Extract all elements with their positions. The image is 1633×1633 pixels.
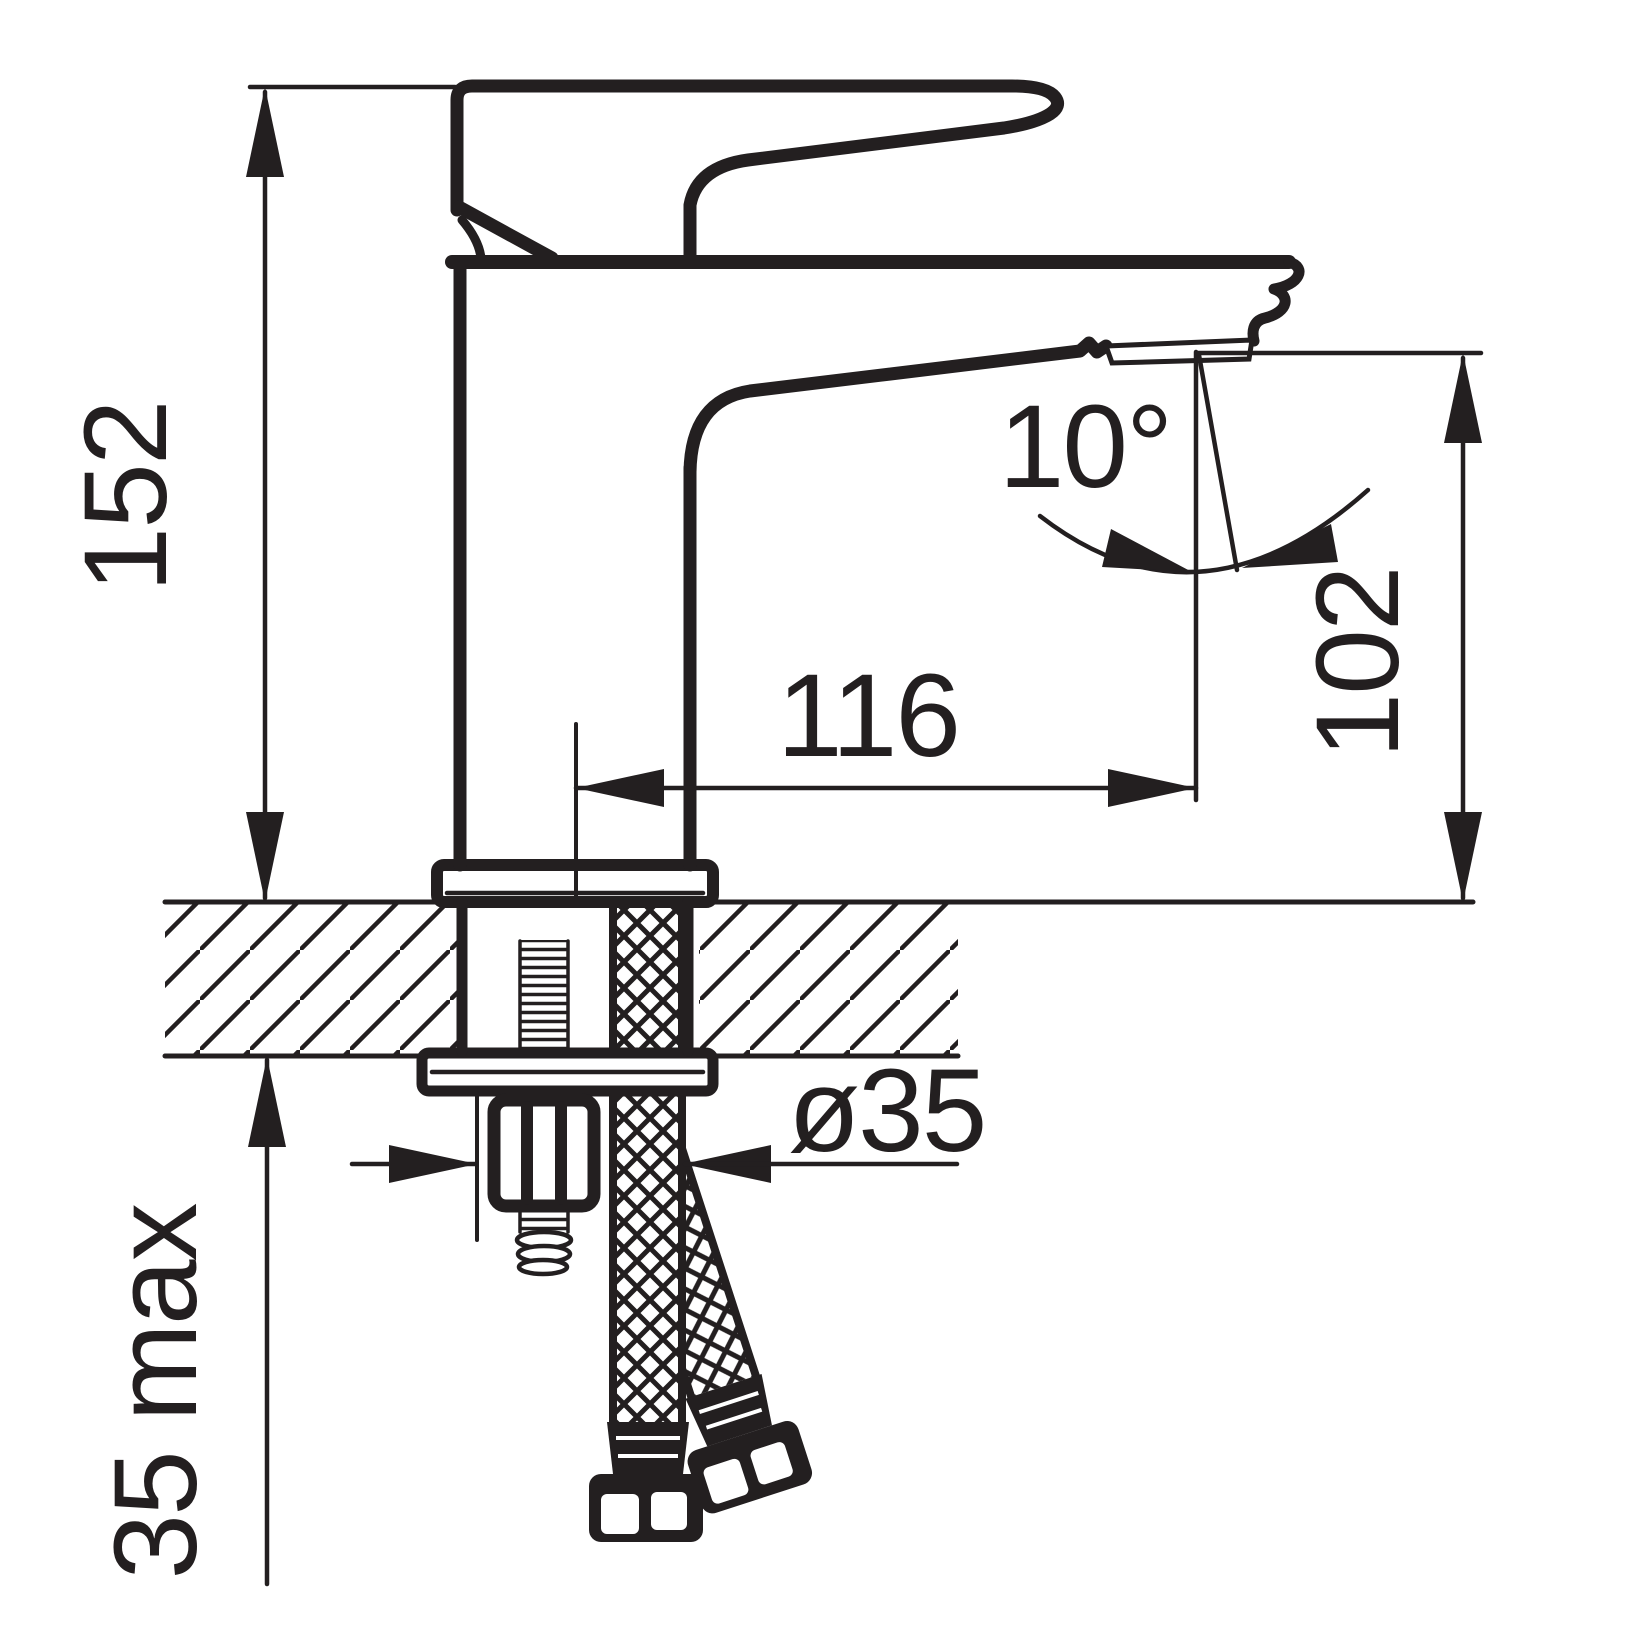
- aerator: [1102, 337, 1255, 366]
- arrow-up-icon: [1444, 353, 1482, 443]
- handle-base-underside: [452, 200, 559, 265]
- countertop-section: [162, 899, 1476, 1059]
- hose-nut-facet: [651, 1492, 687, 1530]
- counter-hatch-right: [699, 904, 958, 1054]
- stud-hex-nut: [487, 1093, 601, 1213]
- spout-tip-face: [1247, 256, 1305, 347]
- body-shank-edges: [456, 896, 694, 1057]
- counter-hatch-left: [165, 904, 457, 1054]
- dimensions: [246, 84, 1484, 1587]
- faucet-body: [431, 79, 1305, 1057]
- overall-height-label: 152: [60, 402, 192, 593]
- stud-threads-upper: [520, 940, 568, 1052]
- hose-edges: [609, 876, 686, 1426]
- stud-hex-nut-facets: [521, 1101, 567, 1205]
- angle-ref-slanted-line: [1196, 352, 1240, 573]
- arrow-down-icon: [246, 812, 284, 902]
- spout-underside: [683, 336, 1113, 479]
- stud-end-coil: [516, 1257, 570, 1277]
- handle-base-front-arc: [457, 215, 486, 263]
- supply-hoses-and-fixing: [416, 876, 813, 1542]
- mounting-hole-diameter-label: ø35: [788, 1045, 985, 1177]
- hose-collar-lines: [698, 1391, 763, 1430]
- arrow-up-icon: [246, 87, 284, 177]
- spout-reach-label: 116: [777, 650, 959, 782]
- supply-hose-vertical: [589, 876, 703, 1542]
- hose-nut-facet: [601, 1494, 639, 1534]
- arrow-right-icon: [389, 1145, 477, 1183]
- arrow-up-icon: [248, 1057, 286, 1147]
- arrow-down-icon: [1444, 812, 1482, 902]
- hose-nut-facet: [703, 1458, 749, 1504]
- stud-edges-upper: [518, 939, 570, 1053]
- angle-arc: [1037, 487, 1371, 575]
- hose-nut-facet: [750, 1442, 793, 1485]
- arc-arrow-icon: [1102, 529, 1192, 572]
- hose-collar-lines: [616, 1436, 680, 1458]
- dimension-labels: 152 116 102 10° ø35 35 max: [60, 381, 1424, 1579]
- arc-arrow-icon: [1242, 524, 1338, 568]
- max-deck-thickness-label: 35 max: [90, 1204, 222, 1580]
- hose-collar: [607, 1422, 689, 1474]
- spout-angle-label: 10°: [999, 381, 1171, 513]
- arrow-right-icon: [1108, 769, 1196, 807]
- spout-outlet-height-label: 102: [1292, 568, 1424, 759]
- arrow-left-icon: [576, 769, 664, 807]
- hose-braid: [613, 880, 682, 1422]
- lever-handle-outline: [450, 79, 1065, 265]
